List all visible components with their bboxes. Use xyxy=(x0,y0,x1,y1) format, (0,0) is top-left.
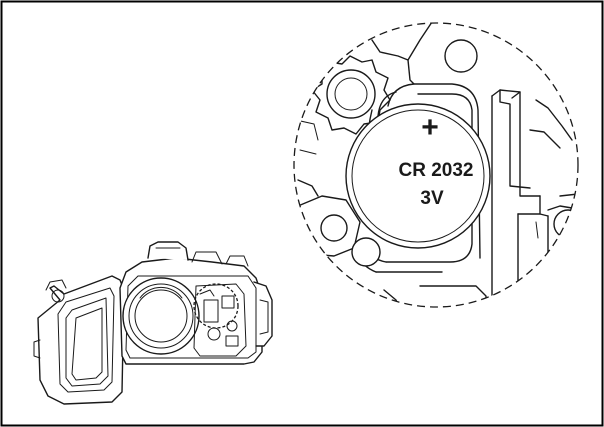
housing-door xyxy=(33,275,125,405)
mounting-hole-bottom xyxy=(351,237,381,267)
coin-cell-battery: + CR 2032 3V xyxy=(345,103,491,249)
lens-port xyxy=(122,277,200,355)
battery-model-label: CR 2032 xyxy=(399,160,474,181)
battery-voltage-label: 3V xyxy=(420,188,444,209)
magnified-contents: + CR 2032 3V xyxy=(295,23,578,307)
magnify-outline xyxy=(293,22,579,308)
mounting-hole-right xyxy=(553,209,578,239)
camera-housing xyxy=(33,241,273,405)
mounting-hole-top xyxy=(444,39,478,73)
control-board xyxy=(193,283,247,357)
zoom-source-marker xyxy=(193,283,239,329)
battery-plus-sign: + xyxy=(421,111,439,144)
magnified-detail: + CR 2032 3V xyxy=(293,22,579,308)
